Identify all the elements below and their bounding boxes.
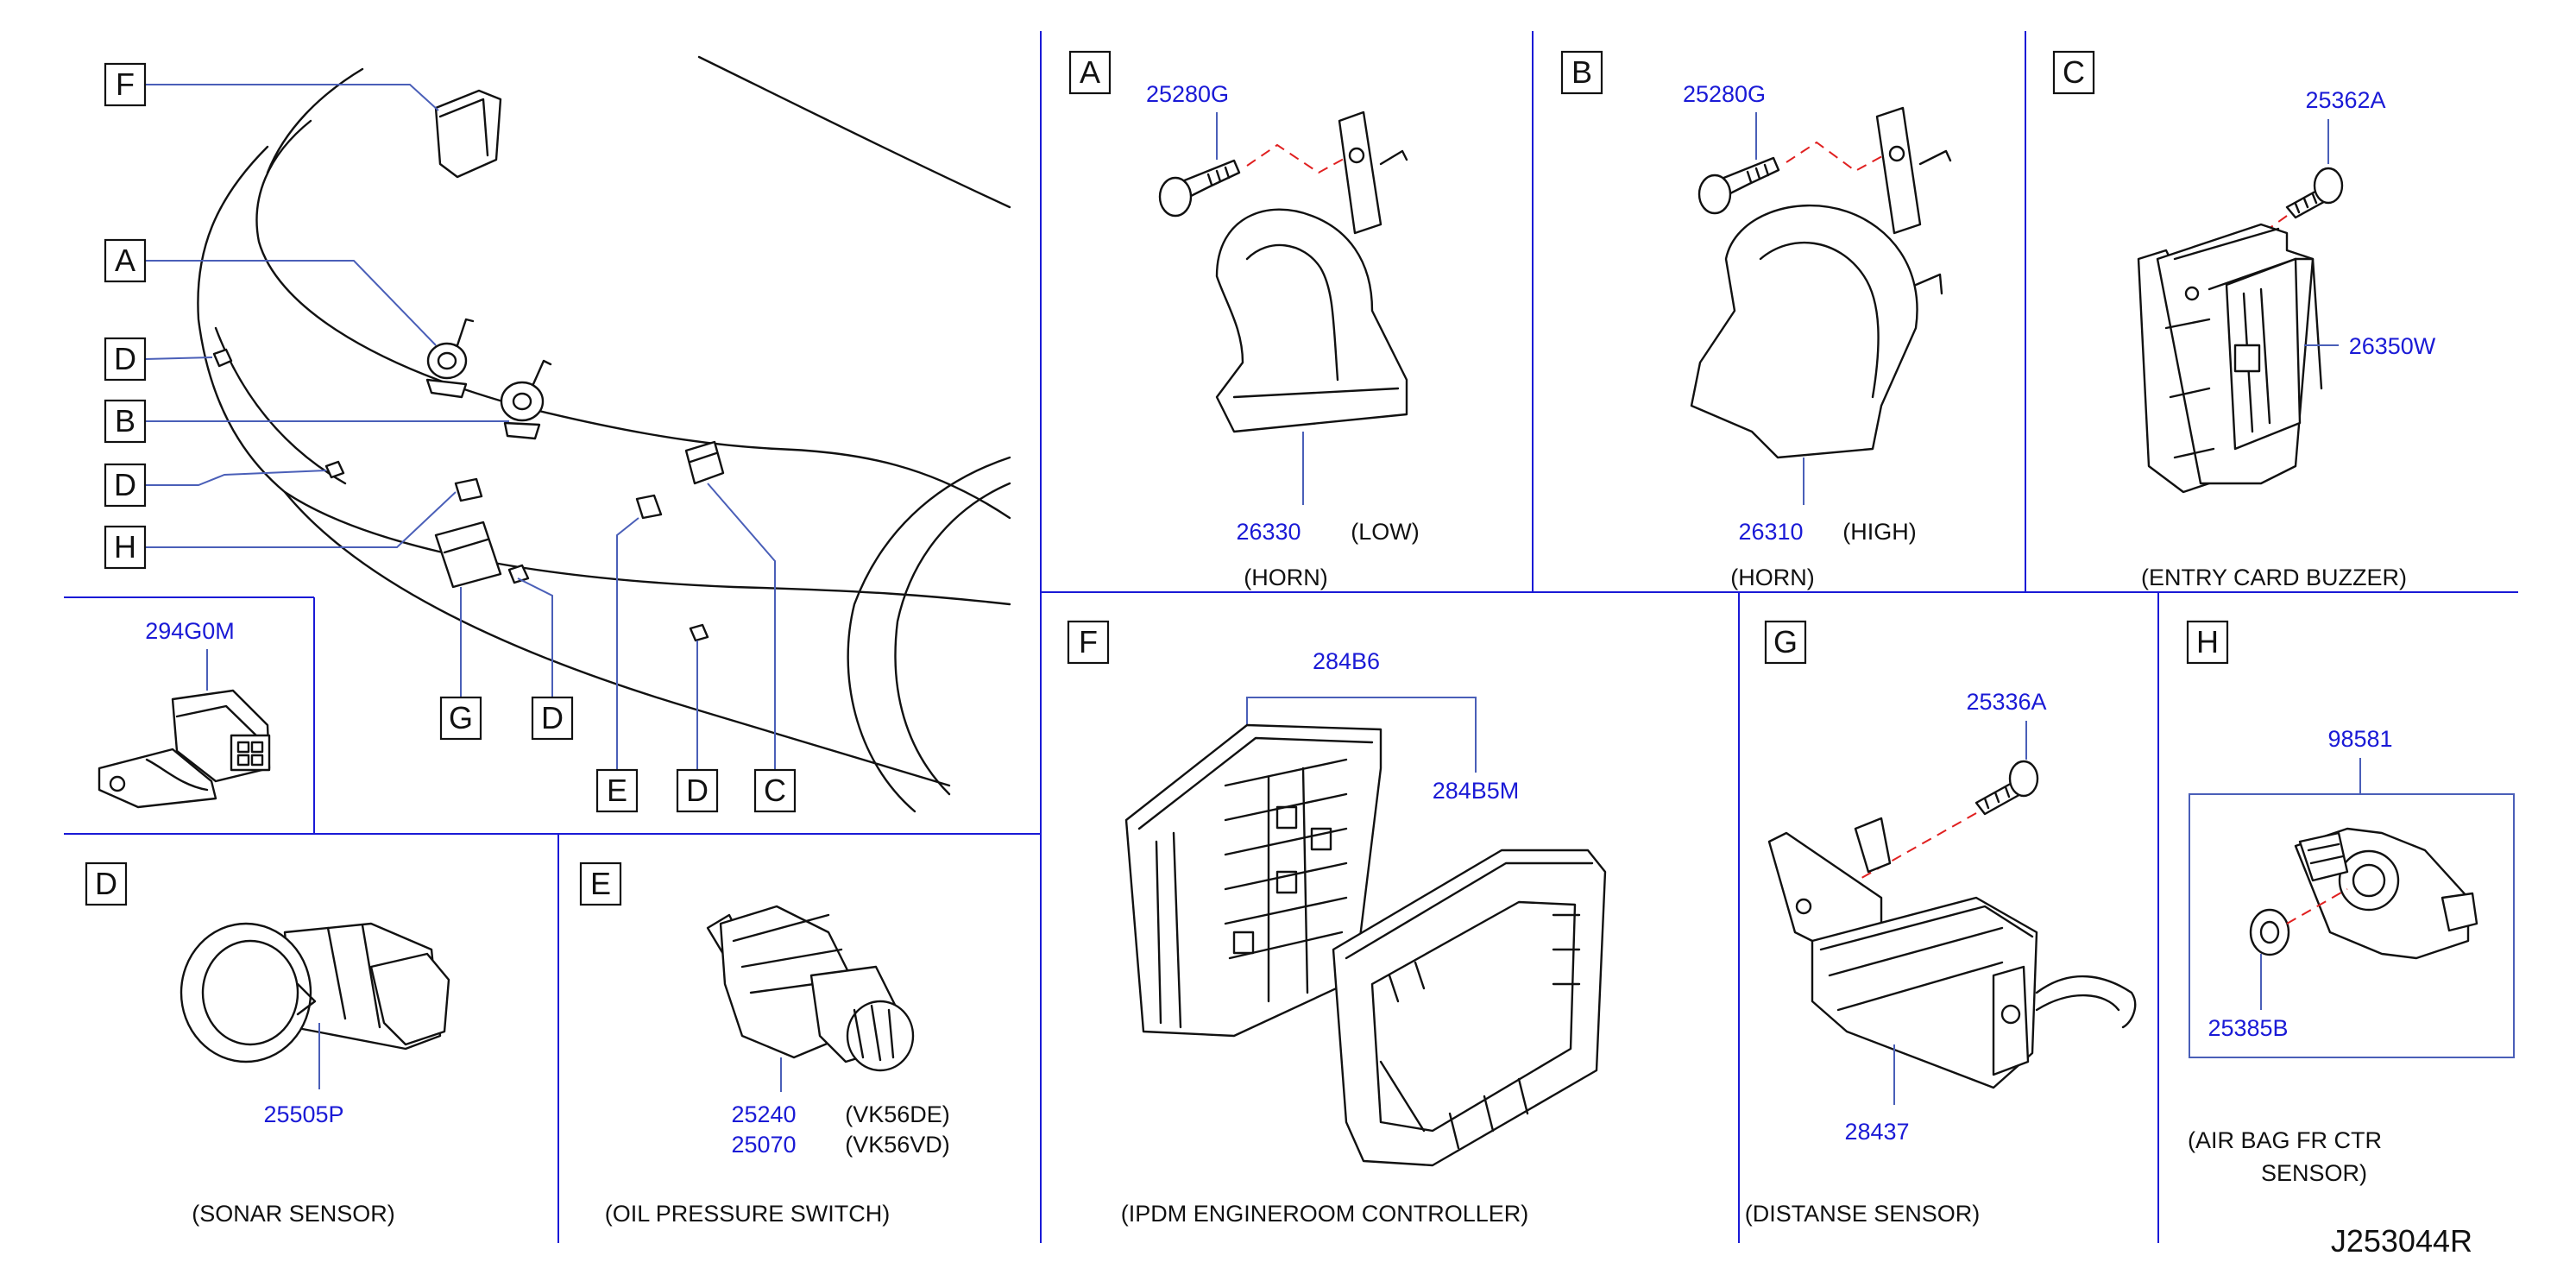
overview-sensor-d1 (212, 348, 233, 368)
svg-text:(VK56DE): (VK56DE) (845, 1101, 950, 1127)
svg-text:26310: 26310 (1738, 519, 1803, 545)
overview-sensor-d3 (507, 564, 530, 584)
svg-text:25280G: 25280G (1146, 81, 1229, 107)
panel-d: D 25505P (SONAR SENSOR) (85, 861, 450, 1227)
overview-callout-d2: D (104, 463, 147, 508)
svg-text:294G0M: 294G0M (145, 618, 235, 644)
drawing-id: J253044R (2331, 1223, 2472, 1259)
ipdm-frame (1332, 849, 1607, 1167)
svg-text:(OIL PRESSURE SWITCH): (OIL PRESSURE SWITCH) (605, 1201, 891, 1227)
overview-callout-b: B (104, 399, 147, 444)
overview-callout-a: A (104, 238, 147, 283)
svg-text:284B6: 284B6 (1313, 648, 1380, 674)
svg-text:(SONAR SENSOR): (SONAR SENSOR) (192, 1201, 395, 1227)
svg-text:(VK56VD): (VK56VD) (845, 1132, 950, 1158)
overview-sensor-h (454, 477, 483, 502)
svg-text:25070: 25070 (731, 1132, 796, 1158)
overview-callout-d4: D (676, 768, 719, 813)
panel-f: F 284B6 284B5M (IPDM ENGINEROOM CONTROLL… (1067, 620, 1607, 1227)
svg-text:B: B (115, 403, 135, 439)
horn-bolt-a (1158, 159, 1241, 218)
svg-text:D: D (114, 467, 136, 502)
overview-module-f (434, 89, 502, 179)
horn-high-body (1690, 106, 1952, 459)
svg-text:(IPDM ENGINEROOM CONTROLLER): (IPDM ENGINEROOM CONTROLLER) (1121, 1201, 1529, 1227)
svg-text:H: H (114, 529, 136, 565)
airbag-nut (2249, 908, 2290, 956)
svg-text:C: C (2063, 54, 2085, 90)
overview-callout-d1: D (104, 337, 147, 382)
panel-e: E 25240 (VK56DE) 25070 (VK56VD) (OIL PRE… (579, 861, 950, 1227)
svg-text:G: G (1773, 624, 1798, 659)
buzzer-body (2137, 223, 2323, 494)
svg-text:A: A (1080, 54, 1100, 90)
svg-text:(HORN): (HORN) (1244, 565, 1327, 590)
distance-sensor-body (1767, 817, 2137, 1089)
svg-text:(ENTRY CARD BUZZER): (ENTRY CARD BUZZER) (2141, 565, 2407, 590)
svg-text:F: F (116, 66, 135, 102)
panel-c: C 25362A 26350W (ENTRY CARD BUZZER) (2052, 50, 2436, 590)
svg-text:E: E (590, 866, 611, 901)
svg-text:25336A: 25336A (1966, 689, 2046, 715)
overview-callout-e: E (595, 768, 639, 813)
svg-text:25280G: 25280G (1683, 81, 1766, 107)
svg-text:26330: 26330 (1236, 519, 1301, 545)
overview-sensor-d4 (689, 623, 709, 642)
airbag-sensor-body (2294, 827, 2478, 960)
svg-text:(HIGH): (HIGH) (1842, 519, 1916, 545)
overview-callout-c: C (753, 768, 797, 813)
svg-text:25385B: 25385B (2208, 1015, 2288, 1041)
svg-text:D: D (95, 866, 117, 901)
svg-text:C: C (764, 773, 786, 808)
svg-text:G: G (449, 700, 473, 735)
svg-text:A: A (115, 243, 135, 278)
panel-dividers (64, 31, 2518, 1243)
overview-horn-b (500, 359, 552, 440)
svg-text:98581: 98581 (2327, 726, 2392, 752)
ipdm-cover (1124, 723, 1382, 1038)
sonar-sensor-body (180, 922, 450, 1063)
svg-text:26350W: 26350W (2349, 333, 2436, 359)
overview-horn-a (425, 318, 475, 399)
overview-sensor-d2 (324, 460, 345, 479)
svg-text:F: F (1079, 624, 1098, 659)
svg-text:D: D (686, 773, 709, 808)
vehicle-overview (197, 55, 1011, 813)
svg-text:(HORN): (HORN) (1730, 565, 1814, 590)
overview-buzzer-c (684, 440, 725, 485)
svg-text:(AIR BAG FR CTR: (AIR BAG FR CTR (2188, 1127, 2382, 1153)
horn-low-body (1215, 110, 1408, 433)
svg-text:H: H (2196, 624, 2219, 659)
overview-callout-d3: D (531, 696, 574, 741)
overview-bracket-g (434, 521, 502, 589)
horn-bolt-b (1697, 156, 1780, 215)
svg-text:284B5M: 284B5M (1433, 778, 1520, 804)
distance-sensor-bolt (1975, 760, 2039, 816)
svg-text:25362A: 25362A (2305, 87, 2385, 113)
panel-h: H 98581 25385B (AIR BAG FR CTR SENSOR) (2186, 620, 2515, 1186)
overview-leaders (144, 84, 776, 770)
svg-text:25240: 25240 (731, 1101, 796, 1127)
panel-b: B 25280G 26310 (HIGH) (HORN) (1560, 50, 1952, 590)
svg-text:28437: 28437 (1844, 1119, 1909, 1145)
panel-g: G 25336A 28437 (DISTANSE SENSOR) (1745, 620, 2137, 1227)
overview-callout-h: H (104, 525, 147, 570)
svg-text:SENSOR): SENSOR) (2261, 1160, 2367, 1186)
svg-text:(LOW): (LOW) (1351, 519, 1419, 545)
overview-callout-f: F (104, 62, 147, 107)
svg-text:(DISTANSE SENSOR): (DISTANSE SENSOR) (1745, 1201, 1981, 1227)
overview-callout-g: G (439, 696, 482, 741)
svg-text:D: D (114, 341, 136, 376)
connector-294g0m: 294G0M (98, 618, 271, 809)
buzzer-screw (2285, 167, 2344, 219)
svg-text:D: D (541, 700, 564, 735)
oil-pressure-switch-body (706, 905, 915, 1072)
panel-a: A 25280G 26330 (LOW) (HORN) (1068, 50, 1420, 590)
svg-text:B: B (1571, 54, 1592, 90)
svg-text:25505P: 25505P (263, 1101, 343, 1127)
svg-text:E: E (607, 773, 627, 808)
overview-switch-e (635, 494, 663, 520)
